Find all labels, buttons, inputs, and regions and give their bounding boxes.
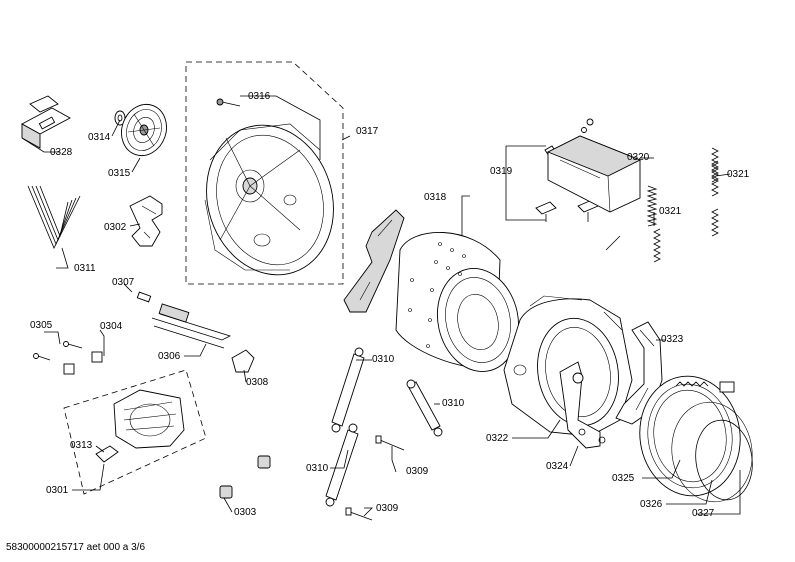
label-0308: 0308 [246, 377, 269, 388]
label-0319: 0319 [490, 166, 513, 177]
seal-ring-part [671, 401, 753, 503]
screw-part [216, 98, 241, 107]
label-0320: 0320 [627, 152, 650, 163]
tub-group-frame [185, 61, 344, 285]
heater-part [151, 303, 232, 349]
spring-part [711, 147, 719, 237]
label-0316: 0316 [248, 91, 271, 102]
motor-part [113, 389, 185, 449]
shock-absorber-part-2 [406, 379, 443, 437]
bushing-part [219, 455, 271, 499]
bracket-part [21, 95, 71, 149]
bolt-part [375, 435, 405, 451]
shock-absorber-part [331, 347, 365, 433]
drum-spider-part [343, 209, 405, 313]
label-0321-a: 0321 [727, 169, 750, 180]
label-0303: 0303 [234, 507, 257, 518]
fitting-part [33, 341, 103, 375]
counterweight-part [559, 361, 606, 449]
label-0328: 0328 [50, 147, 73, 158]
label-0321-b: 0321 [659, 206, 682, 217]
support-bracket-part [129, 195, 163, 247]
document-reference: 58300000215717 aet 000 a 3/6 [6, 542, 146, 553]
label-0322: 0322 [486, 433, 509, 444]
label-0301: 0301 [46, 485, 69, 496]
label-0306: 0306 [158, 351, 181, 362]
holder-part [231, 349, 255, 373]
label-0302: 0302 [104, 222, 127, 233]
door-seal-part [639, 375, 741, 497]
drum-part [395, 232, 520, 372]
washer-part [114, 110, 126, 126]
label-0315: 0315 [108, 168, 131, 179]
label-0324: 0324 [546, 461, 569, 472]
label-0327: 0327 [692, 508, 715, 519]
label-0318: 0318 [424, 192, 447, 203]
label-0310-c: 0310 [306, 463, 329, 474]
label-0307: 0307 [112, 277, 135, 288]
spring-part-2 [646, 185, 661, 263]
label-0309-a: 0309 [406, 466, 429, 477]
label-0326: 0326 [640, 499, 663, 510]
bearing-housing-part [546, 118, 642, 213]
label-0317: 0317 [356, 126, 379, 137]
label-0325: 0325 [612, 473, 635, 484]
label-0323: 0323 [661, 334, 684, 345]
label-0305: 0305 [30, 320, 53, 331]
label-0310-a: 0310 [372, 354, 395, 365]
pulley-part [121, 103, 167, 157]
label-0310-b: 0310 [442, 398, 465, 409]
tub-rear-part [204, 123, 334, 276]
sensor-part [136, 291, 152, 303]
label-0304: 0304 [100, 321, 123, 332]
motor-group-frame [63, 369, 207, 495]
label-0314: 0314 [88, 132, 111, 143]
drive-belt-part [27, 185, 81, 249]
label-0311: 0311 [74, 263, 96, 274]
label-0309-b: 0309 [376, 503, 399, 514]
motor-clip-part [95, 445, 119, 463]
leader-lines [21, 95, 741, 517]
bolt-part-2 [345, 507, 373, 521]
label-0313: 0313 [70, 440, 93, 451]
shock-absorber-part-3 [325, 423, 359, 507]
